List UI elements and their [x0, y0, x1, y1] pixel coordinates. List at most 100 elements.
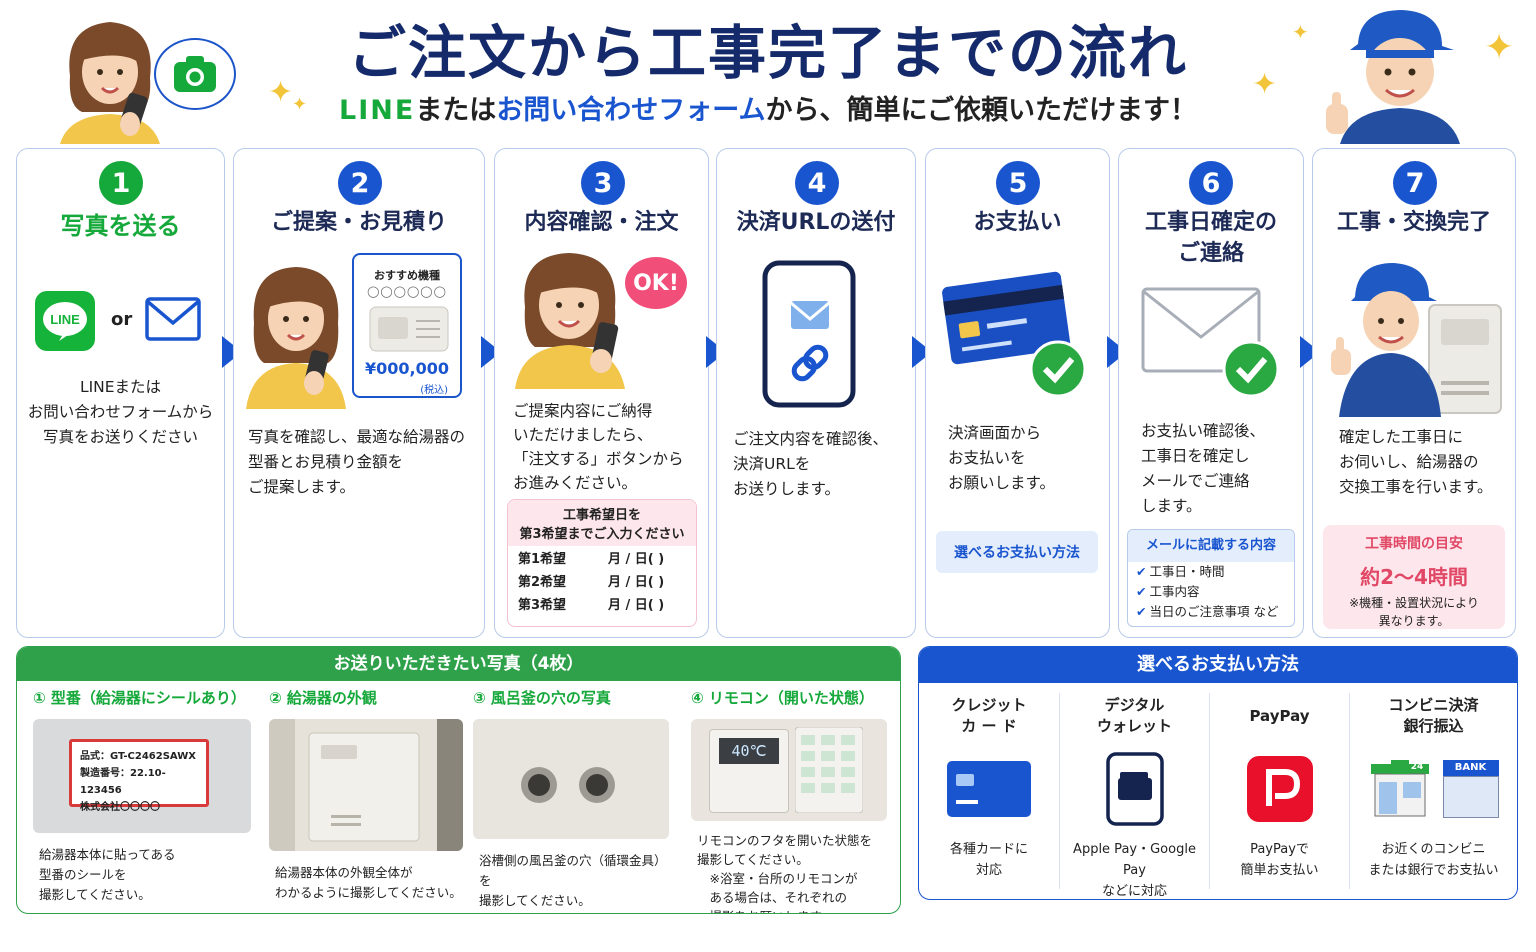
- step-4-card: 4 決済URLの送付 ご注文内容を確認後、 決済URLを お送りします。: [716, 148, 916, 638]
- header: ✦ ✦ ✦ ✦ ✦ ご注文から工事完了までの流れ LINEまたはお問い合わせフォ…: [0, 0, 1536, 144]
- model-sticker: 品式：GT-C2462SAWX 製造番号：22.10-123456 株式会社〇〇…: [69, 739, 209, 813]
- photo-description: 浴槽側の風呂釜の穴（循環金具）を 撮影してください。: [479, 853, 667, 908]
- subtitle-mid: または: [415, 95, 497, 126]
- payment-method-title: PayPay: [1249, 706, 1310, 725]
- step-title: お支払い: [973, 210, 1062, 235]
- mail-check-icon: [1141, 287, 1280, 397]
- step-description: ご注文内容を確認後、 決済URLを お送りします。: [733, 430, 889, 498]
- camera-icon: [174, 56, 216, 92]
- checkmark-icon: ✔: [1136, 604, 1147, 619]
- preferred-date-label: 第3希望: [518, 598, 567, 613]
- step-title: 写真を送る: [60, 212, 181, 240]
- payment-methods-panel: 選べるお支払い方法 クレジット カ ー ド 各種カードに 対応 デジタル ウォレ…: [918, 646, 1518, 900]
- bath-hole-photo: [473, 719, 669, 839]
- step-title: 工事日確定の ご連絡: [1144, 210, 1277, 266]
- remote-control-photo: 40℃: [691, 719, 887, 821]
- email-contents-heading: メールに記載する内容: [1128, 530, 1294, 562]
- step-description: LINEまたは お問い合わせフォームから 写真をお送りください: [27, 378, 214, 446]
- preferred-date-value: 月 / 日( ): [608, 575, 665, 590]
- photo-title: ③ 風呂釜の穴の写真: [473, 689, 611, 707]
- product-name-placeholder: ◯◯◯◯◯◯: [367, 285, 447, 298]
- water-heater-icon: [269, 719, 463, 851]
- bank-sign-text: BANK: [1442, 760, 1499, 776]
- bank-icon: BANK: [1442, 760, 1499, 818]
- recommended-product-box: おすすめ機種 ◯◯◯◯◯◯ ¥000,000 (税込): [352, 253, 462, 398]
- preferred-date-row: 第3希望 月 / 日( ): [508, 592, 696, 615]
- page-title: ご注文から工事完了までの流れ: [347, 19, 1188, 87]
- store-sign-text: 24: [1410, 762, 1424, 772]
- construction-time-box: 工事時間の目安 約2〜4時間 ※機種・設置状況により 異なります。: [1323, 525, 1505, 629]
- checkmark-icon: ✔: [1136, 584, 1147, 599]
- sparkle-icon: ✦: [1252, 67, 1278, 102]
- payment-method-title: デジタル ウォレット: [1096, 696, 1172, 735]
- step-number: 6: [1189, 161, 1233, 205]
- payment-method-description: Apple Pay・Google Pay などに対応: [1073, 842, 1196, 899]
- construction-time-value: 約2〜4時間: [1360, 565, 1468, 589]
- bath-hole-icon: [473, 719, 669, 839]
- step-description: ご提案内容にご納得 いただけましたら、 「注文する」ボタンから お進みください。: [513, 402, 684, 492]
- step-description: 写真を確認し、最適な給湯器の 型番とお見積り金額を ご提案します。: [248, 428, 466, 496]
- photos-panel: お送りいただきたい写真（4枚） ① 型番（給湯器にシールあり） 品式：GT-C2…: [16, 646, 901, 914]
- payment-methods-link[interactable]: 選べるお支払い方法: [936, 531, 1098, 573]
- checkmark-icon: ✔: [1136, 564, 1147, 579]
- photo-item-exterior: ② 給湯器の外観 給湯器本体の外観全体が わかるように撮影してください。: [269, 687, 463, 903]
- payment-method-digital-wallet[interactable]: デジタル ウォレット Apple Pay・Google Pay などに対応: [1059, 693, 1209, 899]
- woman-with-phone-illustration: [60, 22, 160, 144]
- line-app-icon[interactable]: LINE: [35, 291, 95, 351]
- photo-item-model-number: ① 型番（給湯器にシールあり） 品式：GT-C2462SAWX 製造番号：22.…: [33, 687, 251, 905]
- woman-with-phone-illustration: [515, 253, 625, 389]
- subtitle-rest: から、簡単にご依頼いただけます！: [765, 95, 1197, 126]
- preferred-date-form: 工事希望日を 第3希望までご入力ください 第1希望 月 / 日( ) 第2希望 …: [507, 499, 697, 627]
- step-description: お支払い確認後、 工事日を確定し メールでご連絡 します。: [1141, 422, 1266, 515]
- email-contents-item: ✔当日のご注意事項 など: [1136, 604, 1279, 619]
- mail-icon[interactable]: [145, 297, 201, 341]
- preferred-date-value: 月 / 日( ): [608, 552, 665, 567]
- price-label: おすすめ機種: [374, 269, 440, 282]
- preferred-date-label: 第2希望: [518, 575, 567, 590]
- photos-heading: お送りいただきたい写真（4枚）: [17, 647, 900, 681]
- payment-method-title: クレジット カ ー ド: [951, 696, 1027, 735]
- preferred-date-heading: 工事希望日を 第3希望までご入力ください: [508, 500, 696, 546]
- step-title: 内容確認・注文: [524, 210, 679, 235]
- worker-thumbs-up-illustration: [1326, 10, 1460, 144]
- payment-method-description: 各種カードに 対応: [949, 842, 1028, 878]
- woman-with-phone-illustration: [246, 267, 346, 409]
- preferred-date-value: 月 / 日( ): [608, 598, 665, 613]
- preferred-date-label: 第1希望: [518, 552, 567, 567]
- ok-speech-bubble: OK!: [625, 257, 687, 309]
- payment-method-convenience-store-bank[interactable]: コンビニ決済 銀行振込 24 BANK お近くのコンビニ または銀行でお支払い: [1349, 693, 1517, 889]
- credit-card-check-icon: [942, 271, 1087, 397]
- step-description: 確定した工事日に お伺いし、給湯器の 交換工事を行います。: [1339, 428, 1493, 496]
- remote-display: 40℃: [719, 738, 779, 764]
- step-7-card: 7 工事・交換完了 確定した工事日に お伺いし、給湯器の 交換工事を行います。 …: [1312, 148, 1516, 638]
- photo-description: 給湯器本体に貼ってある 型番のシールを 撮影してください。: [39, 847, 176, 902]
- subtitle-line: LINE: [339, 95, 416, 126]
- wallet-icon: [1105, 752, 1164, 826]
- photo-item-bath-hole: ③ 風呂釜の穴の写真 浴槽側の風呂釜の穴（循環金具）を 撮影してください。: [473, 687, 669, 911]
- remote-buttons-icon: [795, 727, 863, 813]
- photo-description: 給湯器本体の外観全体が わかるように撮影してください。: [275, 865, 462, 900]
- step-5-card: 5 お支払い 決済画面から お支払いを お願いします。 選べるお支払い方法: [925, 148, 1110, 638]
- model-sticker-photo: 品式：GT-C2462SAWX 製造番号：22.10-123456 株式会社〇〇…: [33, 719, 251, 833]
- convenience-store-icon: [1370, 760, 1429, 817]
- photo-item-remote: ④ リモコン（開いた状態） 40℃ リモコンのフタを開いた状態を 撮影してくださ…: [691, 687, 887, 913]
- step-6-card: 6 工事日確定の ご連絡 お支払い確認後、 工事日を確定し メールでご連絡 しま…: [1118, 148, 1304, 638]
- sparkle-icon: ✦: [1484, 27, 1515, 68]
- worker-with-water-heater-illustration: [1331, 263, 1502, 417]
- payment-method-paypay[interactable]: PayPay PayPayで 簡単お支払い: [1209, 693, 1349, 889]
- preferred-date-row: 第2希望 月 / 日( ): [508, 569, 696, 592]
- photo-title: ① 型番（給湯器にシールあり）: [33, 689, 246, 707]
- payment-method-credit-card[interactable]: クレジット カ ー ド 各種カードに 対応: [919, 693, 1059, 889]
- payment-method-description: PayPayで 簡単お支払い: [1240, 842, 1319, 878]
- email-contents-box: メールに記載する内容 ✔工事日・時間 ✔工事内容 ✔当日のご注意事項 など: [1127, 529, 1295, 627]
- step-3-card: 3 内容確認・注文 OK! ご提案内容にご納得 いただけましたら、 「注文する」…: [494, 148, 709, 638]
- remote-control-panel: 40℃: [709, 729, 789, 813]
- page-subtitle: LINEまたはお問い合わせフォームから、簡単にご依頼いただけます！: [250, 88, 1286, 127]
- step-number: 3: [581, 161, 625, 205]
- step-title: 工事・交換完了: [1336, 210, 1491, 235]
- sparkle-icon: ✦: [1292, 20, 1309, 44]
- sparkle-icon: ✦: [268, 75, 294, 110]
- payment-methods-heading: 選べるお支払い方法: [919, 647, 1517, 683]
- photo-title: ④ リモコン（開いた状態）: [691, 689, 874, 707]
- camera-bubble: [154, 38, 236, 110]
